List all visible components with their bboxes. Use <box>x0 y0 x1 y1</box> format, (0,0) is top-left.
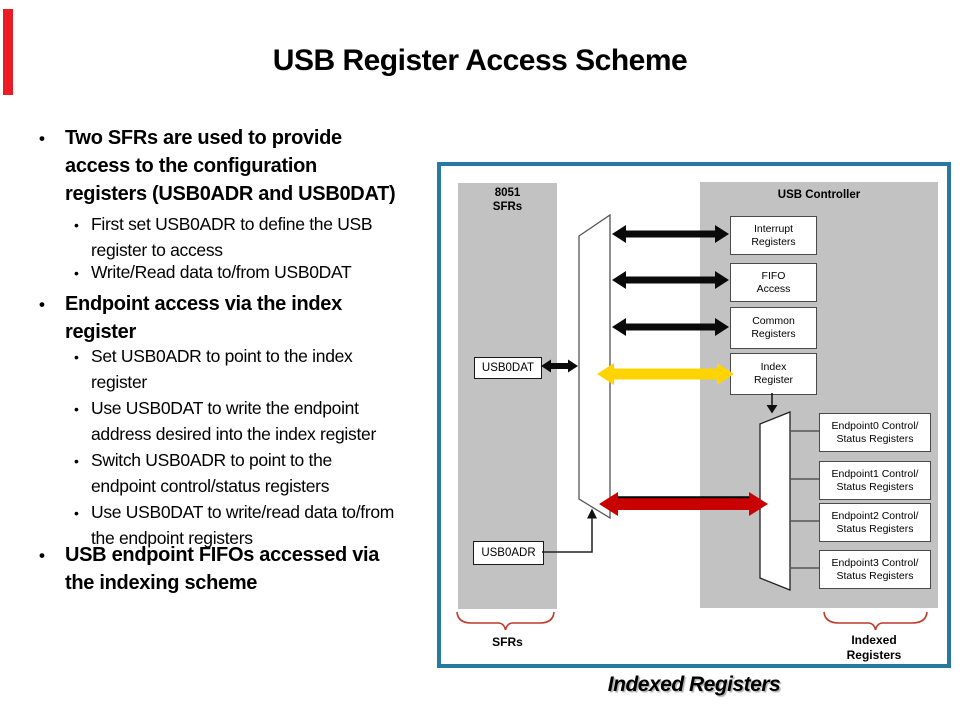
bullet-usb-fifos: USB endpoint FIFOs accessed via the inde… <box>39 541 465 597</box>
fifo-access-label: FIFO Access <box>756 269 791 295</box>
right-brace <box>823 611 928 631</box>
endpoint3-label: Endpoint3 Control/ Status Registers <box>831 556 919 582</box>
endpoint1-label: Endpoint1 Control/ Status Registers <box>831 467 919 493</box>
indexed-brace-label: Indexed Registers <box>846 633 902 662</box>
bullet-first-set: First set USB0ADR to define the USB regi… <box>74 211 469 263</box>
common-registers-box: Common Registers <box>730 307 817 349</box>
fifo-access-box: FIFO Access <box>730 263 817 302</box>
usb0dat-label: USB0DAT <box>481 361 535 374</box>
page-title: USB Register Access Scheme <box>272 44 688 77</box>
left-brace <box>456 611 555 631</box>
usb-register-diagram: 8051 SFRs USB Controller USB0DAT USB0ADR… <box>437 162 951 668</box>
common-registers-label: Common Registers <box>751 315 796 340</box>
endpoint3-box: Endpoint3 Control/ Status Registers <box>819 550 931 589</box>
usb0adr-label: USB0ADR <box>481 546 536 559</box>
endpoint0-box: Endpoint0 Control/ Status Registers <box>819 413 931 452</box>
usb0adr-arrowhead-icon <box>587 508 597 519</box>
bullet-switch-usb0adr: Switch USB0ADR to point to the endpoint … <box>74 447 469 499</box>
left-mux-shape <box>578 213 611 520</box>
index-register-box: Index Register <box>730 353 817 395</box>
endpoint0-label: Endpoint0 Control/ Status Registers <box>831 419 919 445</box>
slide-caption: Indexed Registers <box>607 673 781 696</box>
bullet-use-usb0dat: Use USB0DAT to write the endpoint addres… <box>74 395 469 447</box>
red-accent-bar <box>3 9 13 95</box>
index-register-label: Index Register <box>753 361 794 386</box>
endpoint2-box: Endpoint2 Control/ Status Registers <box>819 503 931 542</box>
bullet-set-usb0adr: Set USB0ADR to point to the index regist… <box>74 343 469 395</box>
sfrs-brace-label: SFRs <box>492 635 523 649</box>
usb-controller-panel-title: USB Controller <box>777 189 861 201</box>
endpoint1-box: Endpoint1 Control/ Status Registers <box>819 461 931 500</box>
bullet-write-read: Write/Read data to/from USB0DAT <box>74 259 469 286</box>
interrupt-registers-box: Interrupt Registers <box>730 216 817 255</box>
sfrs-panel-title: 8051 SFRs <box>492 187 523 213</box>
interrupt-registers-label: Interrupt Registers <box>751 222 796 248</box>
bullet-two-sfrs: Two SFRs are used to provide access to t… <box>39 124 465 208</box>
usb0dat-register-box: USB0DAT <box>474 357 542 379</box>
endpoint2-label: Endpoint2 Control/ Status Registers <box>831 509 919 535</box>
usb0adr-register-box: USB0ADR <box>473 541 544 565</box>
bullet-endpoint-access: Endpoint access via the index register <box>39 290 465 346</box>
sfrs-panel <box>458 183 557 609</box>
